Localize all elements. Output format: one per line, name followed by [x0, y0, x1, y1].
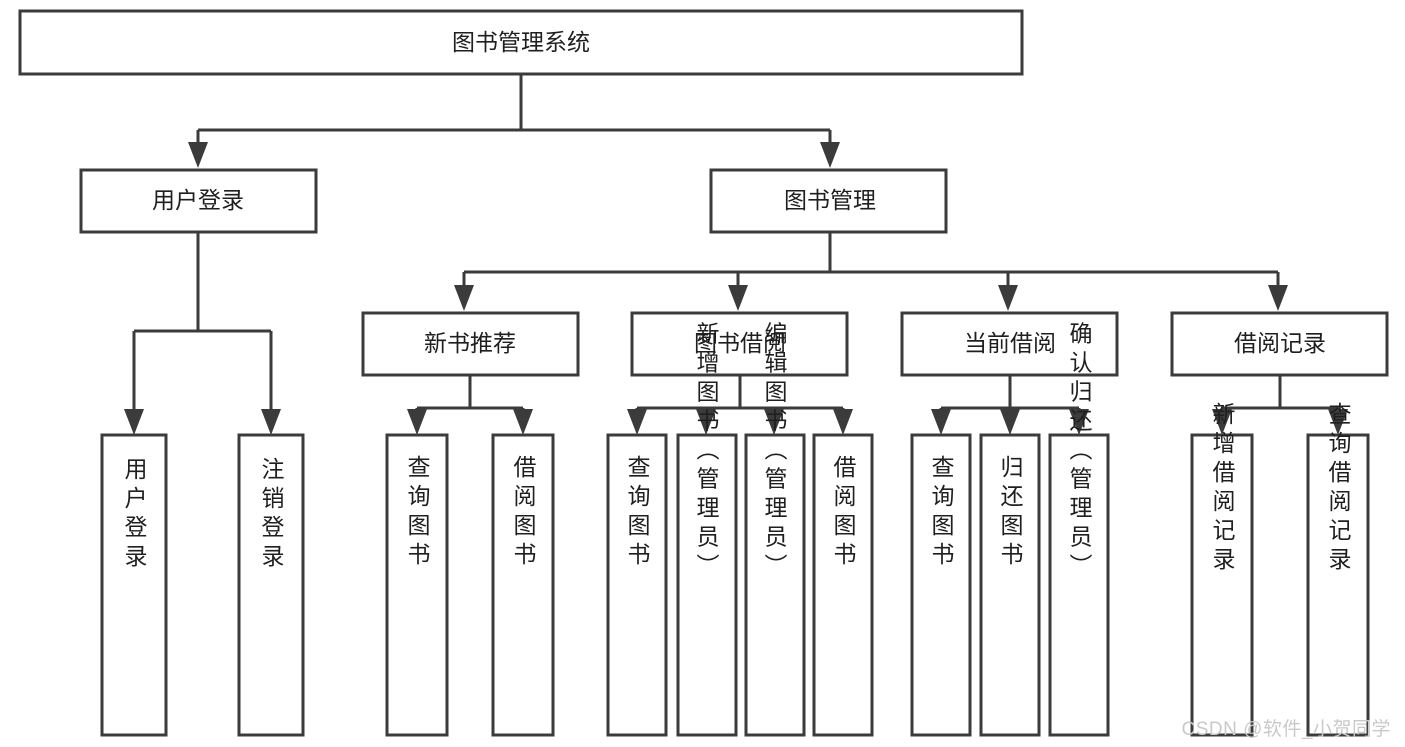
arrow-icon-current-borrow-leaf-3 — [1069, 409, 1089, 435]
leaf-borrow-record-query-box[interactable] — [1306, 433, 1370, 737]
leaf-current-borrow-confirm-box[interactable] — [1048, 433, 1110, 737]
arrow-icon-book-borrow-leaf-1 — [627, 409, 647, 435]
leaf-current-borrow-confirm[interactable]: 确认归还（管理员） — [1048, 322, 1110, 737]
leaf-user-login-signout-box[interactable] — [237, 433, 305, 737]
arrow-icon-root-book-mgmt — [820, 142, 840, 168]
leaf-book-borrow-edit-label: 编辑图书（管理员） — [761, 322, 788, 583]
leaf-book-borrow-edit-box[interactable] — [744, 433, 806, 737]
leaf-borrow-record-query[interactable]: 查询借阅记录 — [1306, 402, 1370, 737]
leaf-new-book-query[interactable]: 查询图书 — [385, 433, 449, 737]
node-root-system-label: 图书管理系统 — [452, 29, 590, 55]
node-current-borrow-label: 当前借阅 — [964, 330, 1056, 356]
leaf-borrow-record-add[interactable]: 新增借阅记录 — [1190, 402, 1254, 737]
node-borrow-record-label: 借阅记录 — [1234, 330, 1326, 356]
node-borrow-record-box[interactable] — [1170, 311, 1389, 377]
leaf-user-login-signout-label: 注销登录 — [258, 457, 285, 573]
leaf-book-borrow-query-box[interactable] — [606, 433, 668, 737]
arrow-icon-borrow-record-leaf-2 — [1328, 409, 1348, 435]
leaf-book-borrow-add[interactable]: 新增图书（管理员） — [676, 322, 738, 737]
node-borrow-record[interactable]: 借阅记录 — [1170, 311, 1389, 377]
arrow-icon-book-mgmt-borrow-record — [1268, 285, 1288, 311]
leaf-book-borrow-query[interactable]: 查询图书 — [606, 433, 668, 737]
leaf-book-borrow-borrow-label: 借阅图书 — [830, 455, 857, 571]
arrow-icon-book-mgmt-book-borrow — [728, 285, 748, 311]
node-current-borrow[interactable]: 当前借阅 — [900, 311, 1119, 377]
leaf-current-borrow-return-label: 归还图书 — [997, 455, 1024, 571]
leaf-book-borrow-add-box[interactable] — [676, 433, 738, 737]
leaf-borrow-record-add-label: 新增借阅记录 — [1209, 402, 1236, 576]
node-user-login[interactable]: 用户登录 — [79, 168, 318, 234]
arrow-icon-new-book-leaf-1 — [407, 409, 427, 435]
node-user-login-label: 用户登录 — [152, 187, 244, 213]
arrow-icon-borrow-record-leaf-1 — [1212, 409, 1232, 435]
leaf-user-login-signin-label: 用户登录 — [121, 457, 148, 573]
leaf-new-book-borrow-label: 借阅图书 — [510, 455, 537, 571]
leaf-current-borrow-query[interactable]: 查询图书 — [910, 433, 972, 737]
arrow-icon-new-book-leaf-2 — [513, 409, 533, 435]
leaf-new-book-borrow[interactable]: 借阅图书 — [491, 433, 555, 737]
node-book-management[interactable]: 图书管理 — [709, 168, 948, 234]
leaf-book-borrow-borrow[interactable]: 借阅图书 — [812, 433, 874, 737]
node-book-management-box[interactable] — [709, 168, 948, 234]
node-root-system-box[interactable] — [18, 9, 1024, 76]
leaf-book-borrow-query-label: 查询图书 — [624, 455, 651, 571]
arrow-icon-book-borrow-leaf-2 — [696, 409, 716, 435]
node-book-borrow-label: 图书借阅 — [694, 330, 786, 356]
node-book-borrow-box[interactable] — [630, 311, 849, 377]
leaf-current-borrow-return[interactable]: 归还图书 — [979, 433, 1041, 737]
arrow-icon-user-login-leaf-2 — [261, 409, 281, 435]
arrow-icon-current-borrow-leaf-1 — [931, 409, 951, 435]
node-user-login-box[interactable] — [79, 168, 318, 234]
leaf-current-borrow-query-label: 查询图书 — [928, 455, 955, 571]
node-current-borrow-box[interactable] — [900, 311, 1119, 377]
node-book-borrow[interactable]: 图书借阅 — [630, 311, 849, 377]
arrow-icon-book-borrow-leaf-3 — [764, 409, 784, 435]
arrow-icon-book-mgmt-new-book — [454, 285, 474, 311]
leaf-new-book-query-label: 查询图书 — [404, 455, 431, 571]
arrow-icon-book-borrow-leaf-4 — [833, 409, 853, 435]
node-new-book-recommend-box[interactable] — [361, 311, 580, 377]
leaf-user-login-signout[interactable]: 注销登录 — [237, 433, 305, 737]
arrow-icon-book-mgmt-current-borrow — [998, 285, 1018, 311]
leaf-current-borrow-return-box[interactable] — [979, 433, 1041, 737]
csdn-watermark: CSDN @软件_小贺同学 — [1181, 719, 1391, 740]
leaf-book-borrow-add-label: 新增图书（管理员） — [693, 322, 720, 583]
leaf-new-book-borrow-box[interactable] — [491, 433, 555, 737]
arrow-icon-user-login-leaf-1 — [124, 409, 144, 435]
leaf-user-login-signin[interactable]: 用户登录 — [100, 433, 168, 737]
leaf-current-borrow-confirm-label: 确认归还（管理员） — [1066, 322, 1093, 583]
leaf-book-borrow-borrow-box[interactable] — [812, 433, 874, 737]
leaf-user-login-signin-box[interactable] — [100, 433, 168, 737]
node-new-book-recommend-label: 新书推荐 — [424, 330, 516, 356]
arrow-icon-root-user-login — [188, 142, 208, 168]
leaf-current-borrow-query-box[interactable] — [910, 433, 972, 737]
leaf-borrow-record-query-label: 查询借阅记录 — [1325, 402, 1352, 576]
node-new-book-recommend[interactable]: 新书推荐 — [361, 311, 580, 377]
node-root-system[interactable]: 图书管理系统 — [18, 9, 1024, 76]
node-book-management-label: 图书管理 — [784, 187, 876, 213]
arrow-icon-current-borrow-leaf-2 — [1000, 409, 1020, 435]
arrowhead-layer — [124, 142, 1348, 435]
leaf-borrow-record-add-box[interactable] — [1190, 433, 1254, 737]
leaf-book-borrow-edit[interactable]: 编辑图书（管理员） — [744, 322, 806, 737]
leaf-new-book-query-box[interactable] — [385, 433, 449, 737]
